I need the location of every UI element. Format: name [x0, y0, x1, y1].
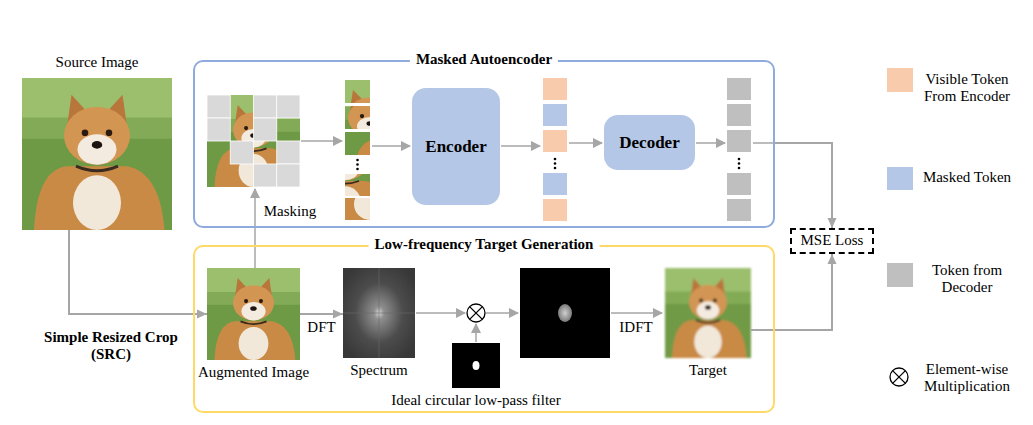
- legend-swatch: [887, 263, 913, 287]
- augmented-photo: [207, 268, 300, 360]
- arrowhead: [197, 310, 207, 319]
- step-label: Masking: [264, 203, 317, 220]
- method-label: Simple Resized Crop (SRC): [36, 329, 186, 364]
- connector: [775, 143, 832, 228]
- image-caption: Spectrum: [350, 362, 408, 379]
- encoder-tokens: [543, 78, 567, 221]
- legend-multiply-symbol: [890, 368, 908, 386]
- masked-image: [207, 95, 300, 187]
- group-title: Masked Autoencoder: [410, 51, 558, 68]
- loss-box: MSE Loss: [790, 228, 874, 254]
- filter-image: Ideal circular low-pass filter: [452, 343, 500, 388]
- arrowhead: [333, 310, 343, 319]
- legend-label: Token from Decoder: [913, 262, 1021, 297]
- low-pass-filter-image: [452, 343, 500, 388]
- block-label: Encoder: [425, 137, 486, 157]
- block-label: Decoder: [619, 133, 679, 153]
- augmented-image: Augmented Image: [207, 268, 300, 360]
- legend-label: Masked Token: [913, 169, 1021, 186]
- multiply-symbol: [467, 304, 485, 322]
- image-caption: Ideal circular low-pass filter: [391, 392, 561, 409]
- spectrum-image: [343, 268, 415, 358]
- group-title: Low-frequency Target Generation: [369, 236, 600, 253]
- source-image: Source Image: [22, 78, 172, 230]
- arrowhead: [828, 218, 837, 228]
- connector: [751, 254, 832, 330]
- encoder-block: Encoder: [412, 88, 500, 205]
- source-photo: [22, 78, 172, 230]
- image-caption: Target: [689, 362, 727, 379]
- step-label: IDFT: [619, 319, 652, 336]
- legend-swatch: [887, 68, 913, 92]
- group-frame: Masked AutoencoderEncoderDecoder: [193, 60, 775, 228]
- loss-label: MSE Loss: [801, 232, 864, 249]
- legend-label: Element-wise Multiplication: [913, 361, 1021, 396]
- target-photo: [665, 268, 751, 358]
- spectrum-image: Spectrum: [343, 268, 415, 358]
- legend-label: Visible Token From Encoder: [913, 71, 1021, 106]
- filtered-spectrum-image: [520, 268, 610, 358]
- connector: [69, 230, 207, 314]
- legend-swatch: [887, 167, 913, 190]
- group-frame: Low-frequency Target GenerationAugmented…: [193, 245, 775, 413]
- target-image: Target: [665, 268, 751, 358]
- image-caption: Source Image: [56, 54, 139, 71]
- edge-label: DFT: [307, 319, 335, 336]
- flow-arrows: [255, 141, 775, 342]
- decoder-tokens: [727, 78, 751, 221]
- image-caption: Augmented Image: [198, 364, 309, 381]
- decoder-block: Decoder: [604, 115, 695, 170]
- arrowhead: [828, 254, 837, 264]
